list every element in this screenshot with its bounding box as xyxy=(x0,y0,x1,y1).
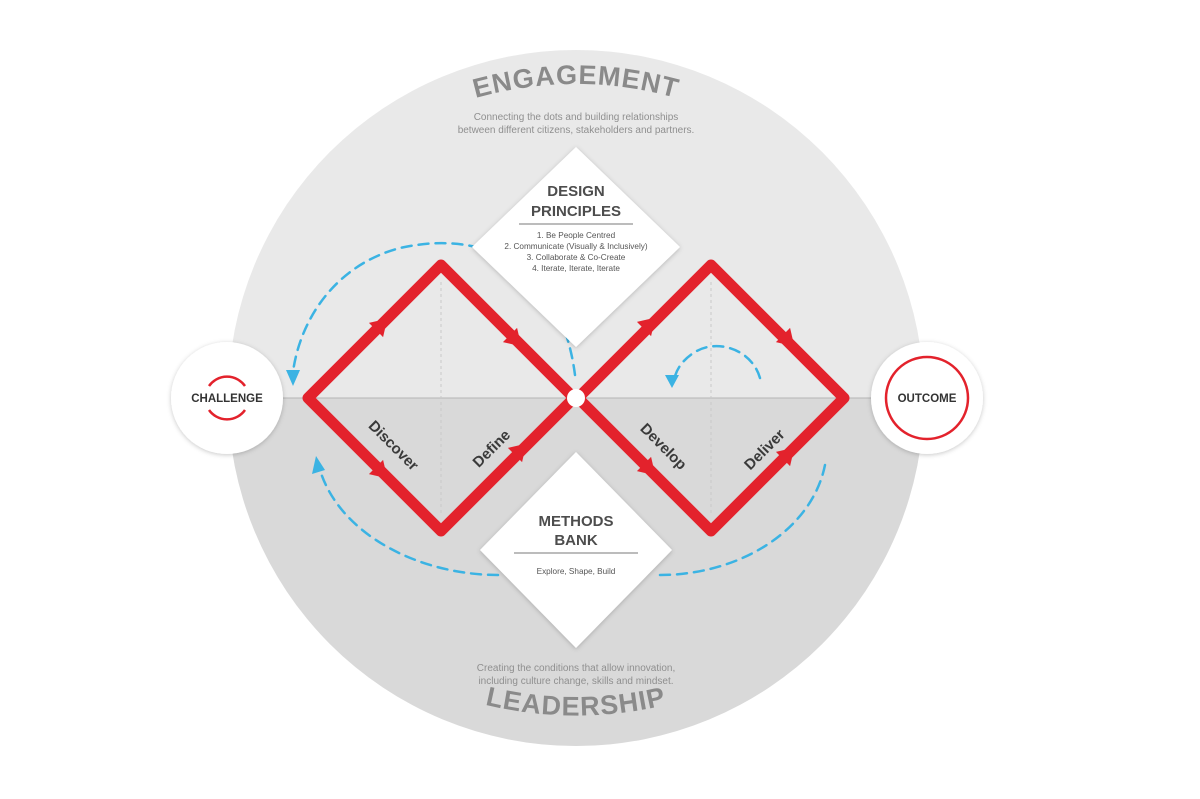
arrowhead-bottom-left xyxy=(312,456,325,474)
engagement-description-line1: Connecting the dots and building relatio… xyxy=(474,112,679,123)
arrowhead-top-left xyxy=(286,370,300,386)
challenge-node-background xyxy=(171,342,283,454)
leadership-description-line1: Creating the conditions that allow innov… xyxy=(477,663,675,674)
iteration-arrow-bottom-right xyxy=(658,463,827,577)
iteration-arrowheads xyxy=(286,370,679,474)
design-principle-item: 4. Iterate, Iterate, Iterate xyxy=(532,264,620,273)
direction-arrowhead xyxy=(368,318,388,338)
design-principles-diamond xyxy=(472,147,680,347)
methods-bank-title-line2: BANK xyxy=(554,532,597,549)
direction-arrowhead xyxy=(636,456,656,476)
iteration-arrow-center-right xyxy=(672,344,762,382)
ring-icon xyxy=(884,355,970,441)
partial-ring-icon-lower xyxy=(207,409,247,421)
design-principle-item: 3. Collaborate & Co-Create xyxy=(527,253,626,262)
methods-bank-card: METHODS BANK Explore, Shape, Build xyxy=(480,452,672,648)
direction-arrowhead xyxy=(502,327,522,347)
challenge-label: CHALLENGE xyxy=(191,393,263,405)
design-principle-item: 2. Communicate (Visually & Inclusively) xyxy=(504,242,647,251)
direction-arrowheads xyxy=(368,317,795,479)
design-principles-card: DESIGN PRINCIPLES 1. Be People Centred 2… xyxy=(472,147,680,347)
engagement-description-line2: between different citizens, stakeholders… xyxy=(458,125,695,136)
direction-arrowhead xyxy=(507,443,527,463)
right-diamond-outline xyxy=(572,259,850,537)
methods-bank-item: Explore, Shape, Build xyxy=(537,567,616,576)
outcome-label: OUTCOME xyxy=(898,393,957,405)
direction-arrowhead xyxy=(368,459,388,479)
outcome-node: OUTCOME xyxy=(871,342,983,454)
methods-bank-diamond xyxy=(480,452,672,648)
direction-arrowhead xyxy=(775,327,795,347)
design-principles-title-line2: PRINCIPLES xyxy=(531,203,621,220)
diamond-centre-lines xyxy=(440,282,712,514)
methods-bank-title-line1: METHODS xyxy=(539,513,614,530)
design-principle-item: 1. Be People Centred xyxy=(537,231,616,240)
partial-ring-icon xyxy=(207,375,247,387)
direction-arrowhead xyxy=(636,317,656,337)
challenge-node: CHALLENGE xyxy=(171,342,283,454)
iteration-arrow-bottom-left xyxy=(318,468,500,577)
iteration-arrow-top-left xyxy=(291,241,577,377)
iteration-arrows xyxy=(291,241,827,577)
direction-arrowhead xyxy=(775,447,795,467)
leadership-description-line2: including culture change, skills and min… xyxy=(478,676,673,687)
outcome-node-background xyxy=(871,342,983,454)
double-diamond xyxy=(302,259,850,537)
diamond-junction xyxy=(567,389,585,407)
arrowhead-center-right xyxy=(665,375,679,388)
design-principles-title-line1: DESIGN xyxy=(547,183,605,200)
